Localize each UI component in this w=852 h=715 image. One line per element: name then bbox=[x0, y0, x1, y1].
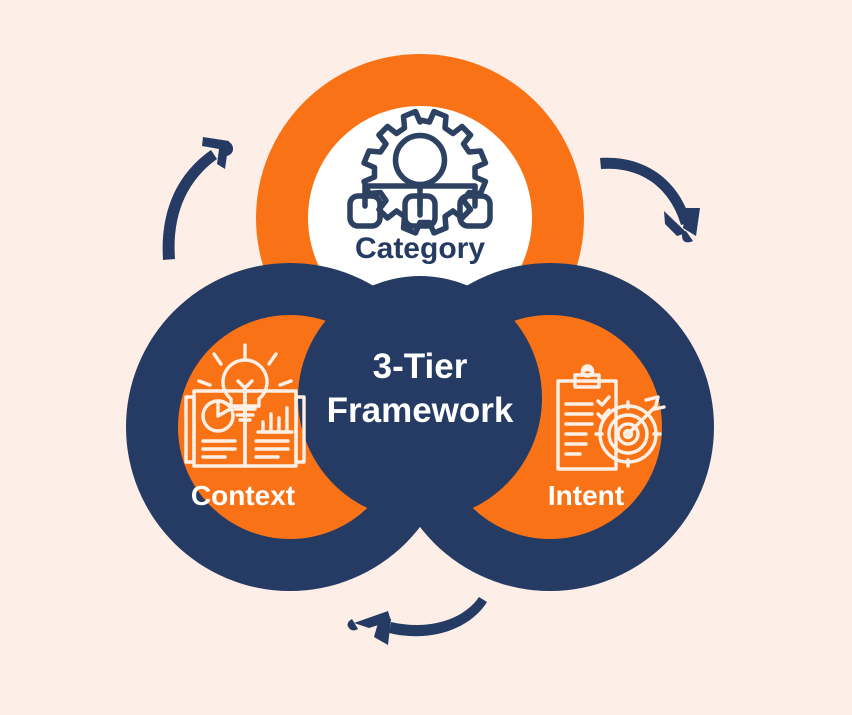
center-hub[interactable]: 3-Tier Framework bbox=[298, 276, 542, 520]
center-circle bbox=[298, 276, 542, 520]
open-book-lightbulb-icon bbox=[184, 343, 306, 468]
gear-hierarchy-icon bbox=[347, 108, 493, 236]
category-label: Category bbox=[355, 232, 485, 265]
clipboard-target-icon bbox=[556, 364, 666, 471]
center-title-line1: 3-Tier bbox=[373, 347, 468, 386]
intent-label: Intent bbox=[548, 480, 624, 511]
context-label: Context bbox=[191, 480, 295, 511]
curved-arrow-down-right-icon bbox=[600, 157, 700, 243]
curved-arrow-left-icon bbox=[347, 597, 487, 645]
center-title-line2: Framework bbox=[327, 391, 514, 430]
curved-arrow-up-right-icon bbox=[162, 137, 233, 260]
